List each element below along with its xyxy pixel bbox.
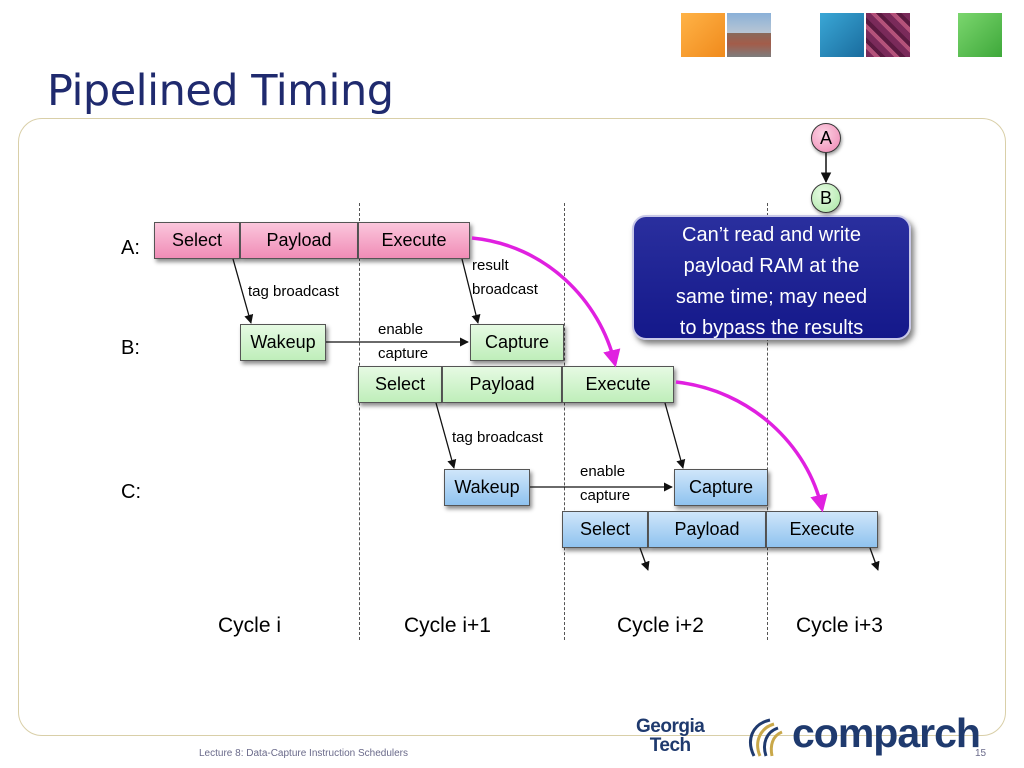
georgia-tech-logo: Georgia Tech <box>636 716 705 756</box>
c-select-stage: Select <box>562 511 648 548</box>
enable-label-1: enable <box>378 321 424 338</box>
broadcast-label-1: broadcast <box>472 281 538 298</box>
row-label-b: B: <box>121 337 140 359</box>
a-execute-stage: Execute <box>358 222 470 259</box>
result-label-1: result <box>472 257 509 274</box>
comparch-logo: comparch <box>792 710 981 756</box>
dependency-node-a: A <box>811 123 841 153</box>
comparch-swirl-icon <box>749 718 783 757</box>
slide-title: Pipelined Timing <box>47 66 394 116</box>
footer-page-number: 15 <box>975 748 987 759</box>
c-wakeup-stage: Wakeup <box>444 469 530 506</box>
a-payload-stage: Payload <box>240 222 358 259</box>
callout-line-3: same time; may need <box>675 286 868 308</box>
header-blue-square <box>820 13 864 57</box>
c-payload-stage: Payload <box>648 511 766 548</box>
capture-label-1: capture <box>378 345 429 362</box>
callout-line-1: Can’t read and write <box>682 224 861 246</box>
b-payload-stage: Payload <box>442 366 562 403</box>
cycle-label-i-plus-3: Cycle i+3 <box>796 614 883 637</box>
header-chip-photo <box>866 13 910 57</box>
dependency-node-b: B <box>811 183 841 213</box>
header-green-square <box>958 13 1002 57</box>
content-frame <box>18 118 1006 736</box>
row-label-c: C: <box>121 481 141 503</box>
row-label-a: A: <box>121 237 140 259</box>
gt-logo-line-1: Georgia <box>636 716 705 737</box>
cycle-boundary-2 <box>564 203 565 640</box>
b-execute-stage: Execute <box>562 366 674 403</box>
c-capture-stage: Capture <box>674 469 768 506</box>
tag-broadcast-label-1: tag broadcast <box>248 283 339 300</box>
cycle-boundary-1 <box>359 203 360 640</box>
tag-broadcast-label-2: tag broadcast <box>452 429 543 446</box>
header-orange-square <box>681 13 725 57</box>
cycle-label-i: Cycle i <box>218 614 282 637</box>
a-select-stage: Select <box>154 222 240 259</box>
callout-line-2: payload RAM at the <box>683 255 860 277</box>
c-execute-stage: Execute <box>766 511 878 548</box>
b-wakeup-stage: Wakeup <box>240 324 326 361</box>
callout-line-4: to bypass the results <box>679 317 864 339</box>
gt-logo-line-2: Tech <box>649 735 691 756</box>
capture-label-2: capture <box>580 487 631 504</box>
bypass-callout: Can’t read and write payload RAM at the … <box>632 215 911 340</box>
cycle-label-i-plus-2: Cycle i+2 <box>617 614 704 637</box>
footer-lecture-title: Lecture 8: Data-Capture Instruction Sche… <box>199 748 408 759</box>
b-capture-stage: Capture <box>470 324 564 361</box>
b-select-stage: Select <box>358 366 442 403</box>
header-campus-photo <box>727 13 771 57</box>
cycle-label-i-plus-1: Cycle i+1 <box>404 614 491 637</box>
enable-label-2: enable <box>580 463 626 480</box>
